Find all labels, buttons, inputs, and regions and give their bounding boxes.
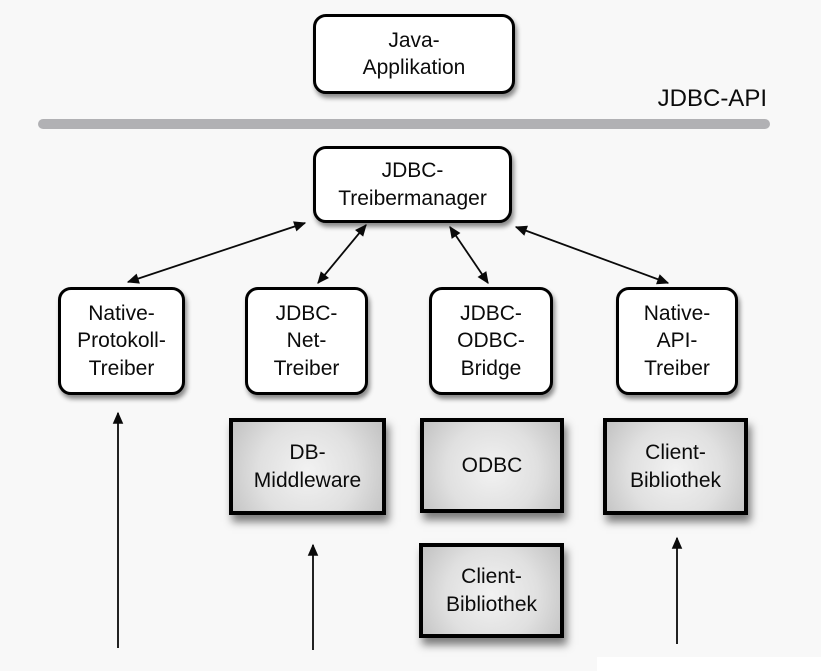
node-client-bibliothek-odbc: Client- Bibliothek — [419, 543, 564, 638]
node-client-bibliothek-native: Client- Bibliothek — [603, 418, 748, 515]
node-jdbc-odbc-bridge: JDBC- ODBC- Bridge — [429, 287, 553, 395]
arrow-treibermanager-jdbc-odbc — [449, 226, 489, 284]
node-native-protokoll-treiber: Native- Protokoll- Treiber — [58, 287, 185, 395]
node-jdbc-odbc-bridge-label: JDBC- ODBC- Bridge — [457, 302, 525, 380]
node-jdbc-net-treiber: JDBC- Net- Treiber — [245, 287, 368, 395]
node-jdbc-treibermanager-label: JDBC- Treibermanager — [338, 159, 487, 210]
node-native-api-treiber-label: Native- API- Treiber — [643, 302, 711, 380]
jdbc-api-separator-line — [38, 119, 770, 129]
node-native-api-treiber: Native- API- Treiber — [616, 287, 738, 395]
node-java-applikation-label: Java- Applikation — [362, 28, 466, 79]
node-client-bibliothek-odbc-label: Client- Bibliothek — [445, 565, 538, 616]
node-db-middleware: DB- Middleware — [229, 418, 386, 515]
node-jdbc-treibermanager: JDBC- Treibermanager — [313, 146, 512, 223]
arrow-treibermanager-jdbc-net — [317, 224, 367, 284]
jdbc-api-label: JDBC-API — [657, 85, 767, 112]
node-jdbc-net-treiber-label: JDBC- Net- Treiber — [273, 302, 340, 380]
arrow-treibermanager-native-protokoll — [126, 221, 307, 284]
partial-box-bottom-right — [597, 657, 821, 671]
node-native-protokoll-treiber-label: Native- Protokoll- Treiber — [77, 302, 166, 380]
node-odbc-label: ODBC — [461, 453, 523, 477]
node-db-middleware-label: DB- Middleware — [253, 441, 362, 492]
arrow-treibermanager-native-api — [514, 225, 670, 285]
node-java-applikation: Java- Applikation — [313, 14, 515, 94]
node-odbc: ODBC — [420, 418, 564, 513]
node-client-bibliothek-native-label: Client- Bibliothek — [629, 441, 722, 492]
